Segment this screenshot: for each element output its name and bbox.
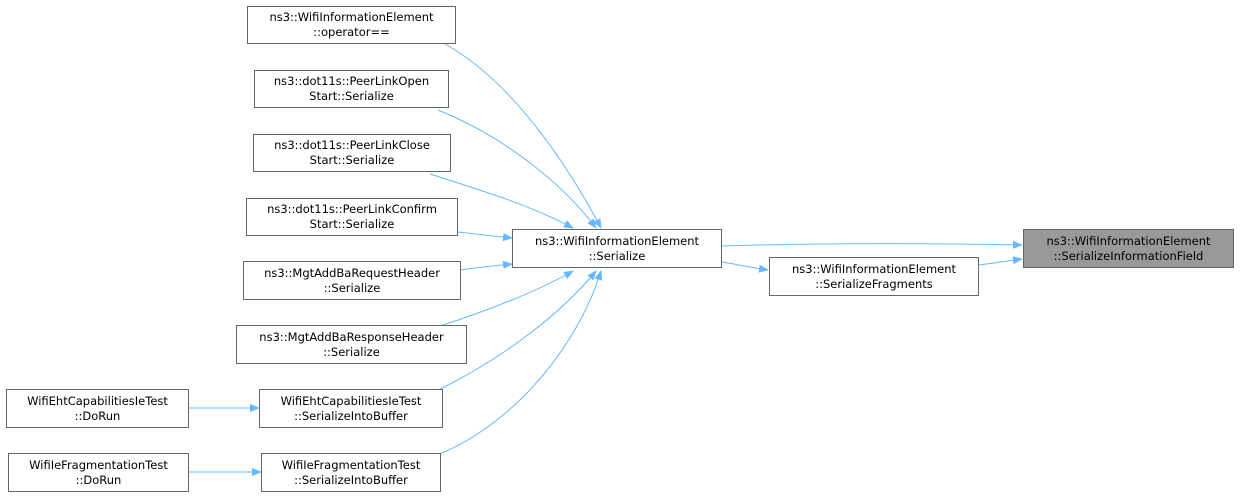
node-wifiinformationelement-operator-eq[interactable]: ns3::WifiInformationElement::operator==: [247, 6, 456, 44]
node-label-line1: ns3::MgtAddBaRequestHeader: [264, 265, 440, 280]
edge-fragsib-to-serialize: [439, 270, 603, 455]
node-wifiehtcapabilitiesietest-serializeintobuffer[interactable]: WifiEhtCapabilitiesIeTest::SerializeInto…: [259, 389, 443, 428]
node-label-line1: ns3::dot11s::PeerLinkClose: [274, 138, 430, 152]
node-label-line2: ::Serialize: [323, 344, 380, 359]
node-label-line2: Start::Serialize: [309, 89, 394, 103]
node-label-line2: ::SerializeIntoBuffer: [294, 408, 408, 423]
node-wifiehtcapabilitiesietest-dorun[interactable]: WifiEhtCapabilitiesIeTest::DoRun: [6, 389, 189, 428]
node-wifiinformationelement-serializeinformationfield: ns3::WifiInformationElement::SerializeIn…: [1023, 229, 1234, 268]
edge-ehtsib-to-serialize: [437, 270, 597, 391]
node-label-line2: ::DoRun: [74, 408, 121, 423]
node-label-line2: ::SerializeInformationField: [1053, 248, 1204, 263]
edge-opeq-to-serialize: [444, 43, 602, 229]
node-label-line2: ::Serialize: [588, 248, 646, 263]
edge-plconf-to-serialize: [457, 231, 513, 242]
node-label-line1: ns3::dot11s::PeerLinkOpen: [273, 74, 430, 88]
node-label-line2: Start::Serialize: [309, 153, 395, 167]
node-mgtaddbaresponseheader-serialize[interactable]: ns3::MgtAddBaResponseHeader::Serialize: [236, 325, 467, 364]
node-label-line2: Start::Serialize: [309, 217, 395, 231]
node-label-line1: WifiIeFragmentationTest: [29, 457, 168, 472]
node-label-line1: WifiEhtCapabilitiesIeTest: [27, 393, 168, 408]
node-label-line1: ns3::WifiInformationElement: [1046, 233, 1211, 248]
node-label-line1: ns3::dot11s::PeerLinkConfirm: [267, 202, 437, 216]
node-label-line1: ns3::MgtAddBaResponseHeader: [259, 329, 444, 344]
edge-serialize-to-serfrag: [721, 261, 769, 273]
node-wifiinformationelement-serialize[interactable]: ns3::WifiInformationElement::Serialize: [512, 229, 722, 268]
edge-plc-to-serialize: [429, 173, 574, 229]
node-label-line1: ns3::WifiInformationElement: [269, 10, 434, 24]
node-label-line2: ::SerializeIntoBuffer: [294, 472, 408, 487]
node-wifiiefragmentationtest-serializeintobuffer[interactable]: WifiIeFragmentationTest::SerializeIntoBu…: [261, 453, 441, 492]
node-label-line2: ::Serialize: [323, 280, 381, 295]
node-label-line2: ::DoRun: [75, 472, 122, 487]
edge-plo-to-serialize: [437, 109, 597, 229]
edge-serfrag-to-serinfo: [978, 256, 1023, 266]
node-wifiiefragmentationtest-dorun[interactable]: WifiIeFragmentationTest::DoRun: [8, 453, 189, 492]
edge-serialize-to-serinfo: [721, 240, 1023, 249]
node-label-line2: ::SerializeFragments: [815, 276, 933, 291]
node-label-line1: ns3::WifiInformationElement: [534, 233, 700, 248]
edge-addbareq-to-serialize: [459, 260, 513, 271]
node-mgtaddbarequestheader-serialize[interactable]: ns3::MgtAddBaRequestHeader::Serialize: [243, 261, 461, 300]
edge-addbaresp-to-serialize: [439, 270, 574, 327]
node-label-line1: ns3::WifiInformationElement: [791, 261, 957, 276]
node-label-line2: ::operator==: [313, 25, 390, 39]
node-wifiinformationelement-serializefragments[interactable]: ns3::WifiInformationElement::SerializeFr…: [769, 257, 979, 296]
node-label-line1: WifiEhtCapabilitiesIeTest: [280, 393, 422, 408]
node-label-line1: WifiIeFragmentationTest: [281, 457, 421, 472]
